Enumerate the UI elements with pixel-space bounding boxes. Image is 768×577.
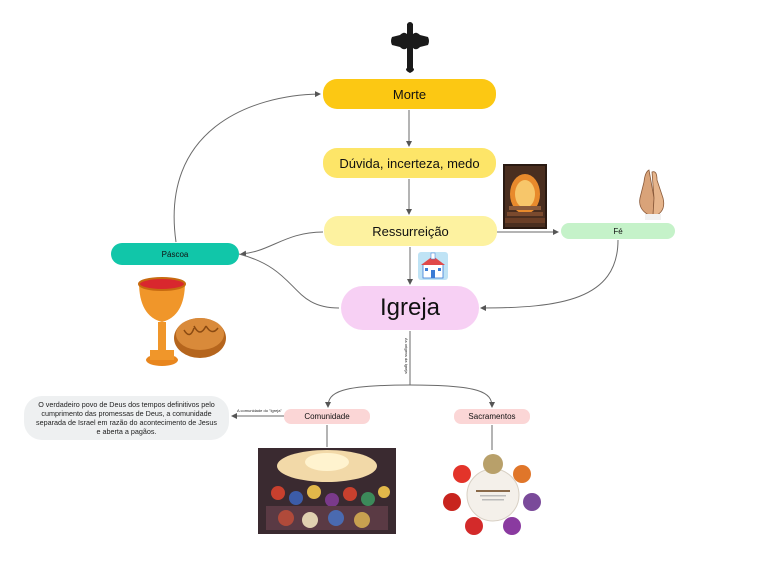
node-morte-label: Morte xyxy=(392,86,427,102)
node-duvida-label: Dúvida, incerteza, medo xyxy=(339,155,480,171)
cross-icon xyxy=(391,22,429,73)
chalice-bread-icon xyxy=(138,277,226,366)
edge-ramo-comunidade xyxy=(325,384,411,408)
edge-fe-igreja xyxy=(480,239,619,311)
node-comunidade-label: Comunidade xyxy=(304,412,350,421)
node-definicao[interactable]: O verdadeiro povo de Deus dos tempos def… xyxy=(24,396,229,440)
node-pascoa[interactable]: Páscoa xyxy=(111,243,239,265)
node-ressurreicao[interactable]: Ressurreição xyxy=(324,216,497,246)
node-sacramentos[interactable]: Sacramentos xyxy=(454,409,530,424)
link-label-comunidade: A comunidade do "Igreja" xyxy=(237,408,282,413)
empty-tomb-image xyxy=(503,164,547,229)
edge-pascoa-igreja xyxy=(238,253,340,309)
node-fe[interactable]: Fé xyxy=(561,223,675,239)
edge-ramo-sacramentos xyxy=(409,384,495,408)
node-igreja[interactable]: Igreja xyxy=(341,286,479,330)
node-duvida[interactable]: Dúvida, incerteza, medo xyxy=(323,148,496,178)
sacraments-wheel-image xyxy=(436,452,550,538)
praying-hands-icon xyxy=(639,169,665,220)
node-igreja-label: Igreja xyxy=(379,294,441,321)
church-icon xyxy=(418,252,448,280)
node-pascoa-label: Páscoa xyxy=(161,249,189,259)
node-ressurreicao-label: Ressurreição xyxy=(372,223,449,239)
pentecost-painting-image xyxy=(258,448,396,534)
link-label-igreja: As origens da Igreja xyxy=(404,338,409,374)
edge-ressurreicao-pascoa xyxy=(240,231,324,257)
node-morte[interactable]: Morte xyxy=(323,79,496,109)
node-sacramentos-label: Sacramentos xyxy=(468,412,516,421)
node-comunidade[interactable]: Comunidade xyxy=(284,409,370,424)
edge-pascoa-morte xyxy=(173,91,321,243)
node-definicao-text: O verdadeiro povo de Deus dos tempos def… xyxy=(36,400,217,436)
node-fe-label: Fé xyxy=(613,226,623,236)
